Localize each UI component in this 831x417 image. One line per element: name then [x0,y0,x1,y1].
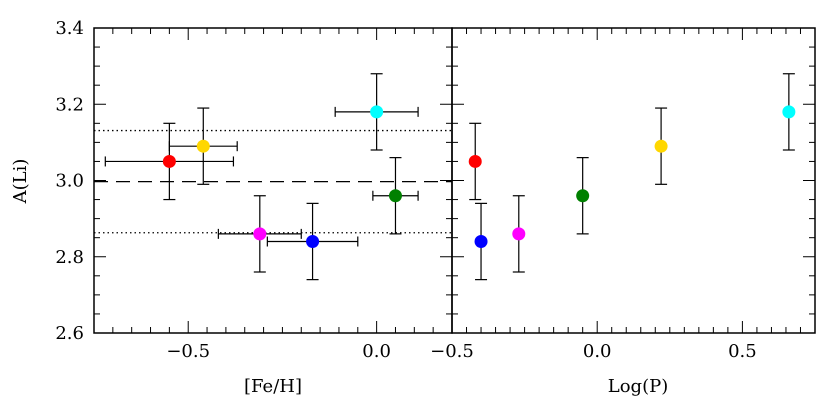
x-tick-label: 0.0 [583,341,612,362]
x-tick-label: −0.5 [166,341,210,362]
data-point [474,235,488,248]
data-point [388,189,402,203]
y-tick-label: 3.4 [55,18,84,39]
data-point [512,227,526,241]
data-point [253,227,267,241]
y-tick-label: 2.6 [55,323,84,344]
panel-log-p: −0.5 0.0 0.5 [430,27,816,362]
data-point [468,154,482,168]
plot-frame [93,27,453,334]
plot-frame [451,27,816,334]
panel-fe-h: 2.6 2.8 3.0 3.2 3.4 −0.5 0.0 [55,18,453,362]
x-axis-title-right: Log(P) [608,376,668,397]
data-point [196,139,210,153]
data-point [782,105,796,119]
x-axis-title-left: [Fe/H] [244,376,302,397]
data-point [306,235,320,248]
data-point [576,189,590,203]
x-tick-label: 0.5 [728,341,757,362]
data-point [654,139,668,153]
x-tick-label: −0.5 [430,341,474,362]
y-tick-label: 2.8 [55,247,84,268]
data-point [162,154,176,168]
data-point [370,105,384,119]
y-tick-label: 3.0 [55,171,84,192]
y-axis-title: A(Li) [10,159,31,205]
x-tick-label: 0.0 [362,341,391,362]
y-tick-label: 3.2 [55,94,84,115]
